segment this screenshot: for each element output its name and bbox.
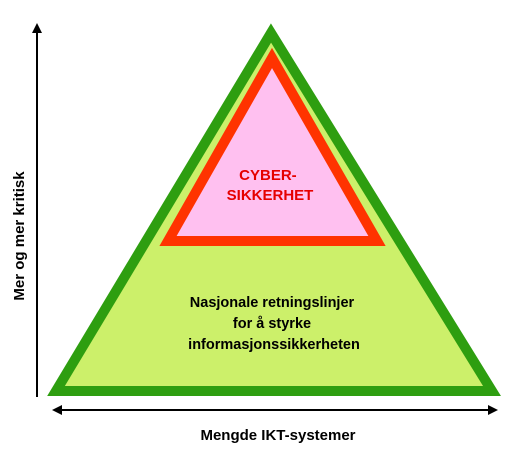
inner-label-line-2: SIKKERHET	[227, 187, 314, 204]
inner-label: CYBER- SIKKERHET	[227, 167, 314, 204]
y-axis-label: Mer og mer kritisk	[11, 171, 28, 301]
outer-label-line-3: informasjonssikkerheten	[188, 337, 360, 353]
x-axis-label: Mengde IKT-systemer	[200, 427, 355, 444]
inner-triangle	[159, 47, 386, 246]
outer-label-line-2: for å styrke	[233, 316, 311, 332]
outer-label-line-1: Nasjonale retningslinjer	[190, 295, 355, 311]
outer-label: Nasjonale retningslinjer for å styrke in…	[188, 295, 360, 353]
inner-label-line-1: CYBER-	[239, 167, 297, 184]
